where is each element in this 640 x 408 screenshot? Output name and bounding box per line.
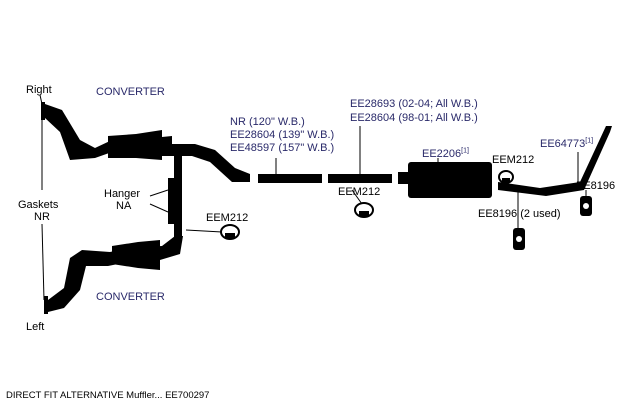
label-pipe-9801: EE28604 (98-01; All W.B.): [350, 112, 478, 124]
tailpipe: [498, 126, 612, 196]
label-converter-top: CONVERTER: [96, 86, 165, 98]
label-nr: NR: [34, 211, 50, 223]
label-pipe-0204: EE28693 (02-04; All W.B.): [350, 98, 478, 110]
label-pipe-nr: NR (120" W.B.): [230, 116, 305, 128]
gasket-line-bottom: [41, 223, 45, 301]
y-pipe-upper: [160, 144, 250, 182]
label-pipe-139: EE28604 (139" W.B.): [230, 129, 335, 141]
right-leader: [39, 94, 43, 105]
label-eem212-mid: EEM212: [338, 186, 381, 198]
label-converter-bottom: CONVERTER: [96, 291, 165, 303]
hanger-leader-1: [149, 189, 169, 197]
upper-converter-body: [108, 130, 162, 160]
label-eem212-left: EEM212: [206, 212, 249, 224]
label-hanger-na: NA: [116, 200, 132, 212]
lower-converter-body: [112, 240, 160, 270]
label-eem212-right: EEM212: [492, 154, 535, 166]
hanger-leader-2: [149, 203, 169, 213]
label-muffler: EE2206[1]: [422, 147, 469, 160]
label-tailpipe: EE64773[1]: [540, 137, 594, 150]
intermediate-pipe-2: [328, 174, 392, 183]
label-pipe-157: EE48597 (157" W.B.): [230, 142, 335, 154]
muffler-inlet: [398, 172, 410, 184]
clamp-left: [185, 224, 240, 240]
label-hanger: Hanger: [104, 188, 141, 200]
label-hanger-right: EE8196: [576, 180, 616, 192]
label-gaskets: Gaskets: [18, 199, 59, 211]
crossover-pipe-2: [168, 178, 174, 224]
label-left: Left: [26, 321, 45, 333]
crossover-pipe: [174, 150, 182, 242]
label-right: Right: [26, 84, 52, 96]
muffler-body: [408, 162, 492, 198]
clamp-right: [498, 170, 514, 184]
diagram-caption: DIRECT FIT ALTERNATIVE Muffler... EE7002…: [6, 390, 210, 401]
right-flange: [41, 102, 45, 120]
intermediate-pipe-1: [258, 174, 322, 183]
left-flange: [44, 296, 48, 314]
clamp-middle: [351, 189, 374, 218]
label-hanger-used: EE8196 (2 used): [478, 208, 561, 220]
